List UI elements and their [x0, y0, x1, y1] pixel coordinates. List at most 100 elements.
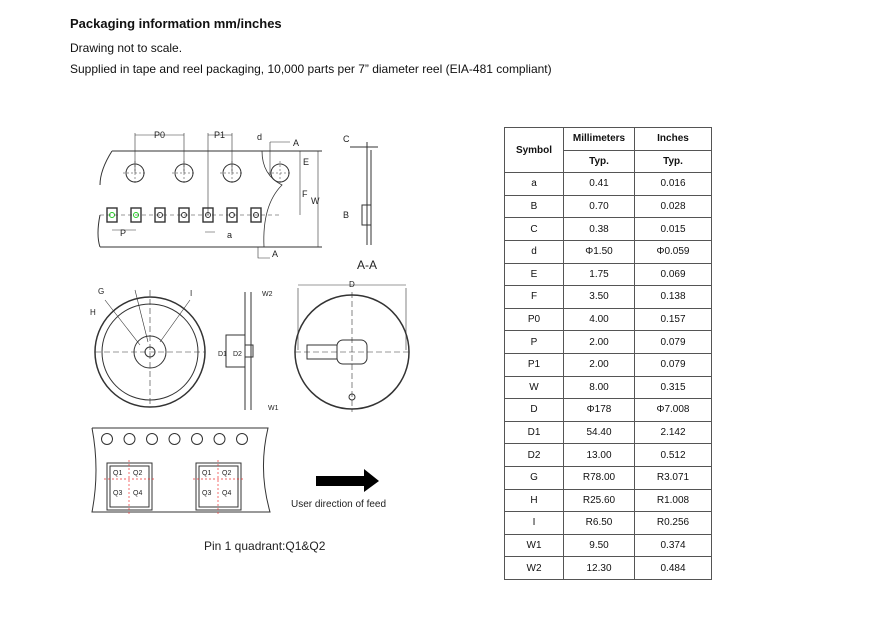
- header-typ-in: Typ.: [634, 149, 712, 174]
- q2-label: Q2: [222, 470, 231, 477]
- q3-label: Q3: [113, 490, 122, 497]
- label-d2: D2: [233, 351, 242, 358]
- inches-cell: Φ0.059: [634, 239, 712, 264]
- pin1-label: Pin 1 quadrant:Q1&Q2: [204, 539, 326, 553]
- mm-cell: 12.30: [563, 556, 635, 580]
- tape-top-view: P0 P1 d A A E F W P a: [97, 130, 322, 259]
- q1-label: Q1: [113, 470, 122, 477]
- sprocket-hole: [236, 433, 248, 445]
- symbol-cell: F: [504, 285, 564, 309]
- inches-cell: 0.079: [634, 352, 712, 377]
- inches-cell: 2.142: [634, 420, 712, 445]
- reel-back-view: D: [294, 280, 412, 412]
- mm-cell: 13.00: [563, 443, 635, 467]
- inches-cell: 0.374: [634, 533, 712, 558]
- inches-cell: Φ7.008: [634, 398, 712, 422]
- label-i: I: [190, 289, 192, 298]
- sprocket-hole: [213, 433, 226, 445]
- mm-cell: 2.00: [563, 352, 635, 377]
- q3-label: Q3: [202, 490, 211, 497]
- inches-cell: R1.008: [634, 488, 712, 513]
- label-p0: P0: [154, 130, 165, 140]
- symbol-cell: G: [504, 465, 564, 490]
- inches-cell: 0.484: [634, 556, 712, 580]
- symbol-cell: H: [504, 488, 564, 513]
- inches-cell: 0.138: [634, 285, 712, 309]
- inches-cell: 0.069: [634, 262, 712, 287]
- symbol-cell: B: [504, 194, 564, 219]
- inches-cell: 0.512: [634, 443, 712, 467]
- mm-cell: R78.00: [563, 465, 635, 490]
- q4-label: Q4: [222, 490, 231, 497]
- label-a-bottom: A: [272, 249, 278, 259]
- symbol-cell: D1: [504, 420, 564, 445]
- label-d: d: [257, 132, 262, 142]
- pocket-2: Q1 Q2 Q3 Q4: [193, 460, 245, 514]
- scale-note: Drawing not to scale.: [70, 41, 183, 55]
- sprocket-hole: [101, 433, 113, 445]
- mm-cell: R25.60: [563, 488, 635, 513]
- sprocket-hole: [146, 433, 158, 445]
- tape-orientation-view: Q1 Q2 Q3 Q4 Q1 Q2 Q3 Q4 User direction o…: [91, 427, 386, 553]
- feed-arrow-icon: [316, 469, 379, 492]
- q2-label: Q2: [133, 470, 142, 477]
- mm-cell: Φ178: [563, 398, 635, 422]
- label-p1: P1: [214, 130, 225, 140]
- label-w1: W1: [268, 405, 279, 412]
- packaging-note: Supplied in tape and reel packaging, 10,…: [70, 62, 552, 76]
- label-w2: W2: [262, 291, 273, 298]
- inches-cell: 0.157: [634, 307, 712, 332]
- symbol-cell: W: [504, 375, 564, 400]
- symbol-cell: d: [504, 239, 564, 264]
- symbol-cell: W2: [504, 556, 564, 580]
- mm-cell: Φ1.50: [563, 239, 635, 264]
- header-typ-mm: Typ.: [563, 149, 635, 174]
- label-p: P: [120, 228, 126, 238]
- label-f: F: [302, 189, 308, 199]
- section-heading: Packaging information mm/inches: [70, 16, 282, 31]
- feed-direction-label: User direction of feed: [291, 499, 386, 510]
- mm-cell: 1.75: [563, 262, 635, 287]
- label-a: a: [227, 230, 232, 240]
- label-b: B: [343, 210, 349, 220]
- inches-cell: R0.256: [634, 511, 712, 535]
- symbol-cell: D2: [504, 443, 564, 467]
- symbol-cell: W1: [504, 533, 564, 558]
- label-a-top: A: [293, 138, 299, 148]
- sprocket-hole: [168, 433, 181, 445]
- mm-cell: 8.00: [563, 375, 635, 400]
- header-mm: Millimeters: [563, 127, 635, 151]
- label-d1: D1: [218, 351, 227, 358]
- symbol-cell: C: [504, 217, 564, 241]
- symbol-cell: P1: [504, 352, 564, 377]
- label-c: C: [343, 134, 350, 144]
- mm-cell: 9.50: [563, 533, 635, 558]
- mm-cell: 0.38: [563, 217, 635, 241]
- mm-cell: 3.50: [563, 285, 635, 309]
- mm-cell: 0.41: [563, 172, 635, 196]
- label-g: G: [98, 287, 104, 296]
- pocket-1: Q1 Q2 Q3 Q4: [104, 460, 156, 514]
- sprocket-hole: [191, 433, 203, 445]
- reel-side-view: W2 W1 D1 D2: [218, 291, 279, 412]
- label-h: H: [90, 308, 96, 317]
- inches-cell: 0.028: [634, 194, 712, 219]
- inches-cell: R3.071: [634, 465, 712, 490]
